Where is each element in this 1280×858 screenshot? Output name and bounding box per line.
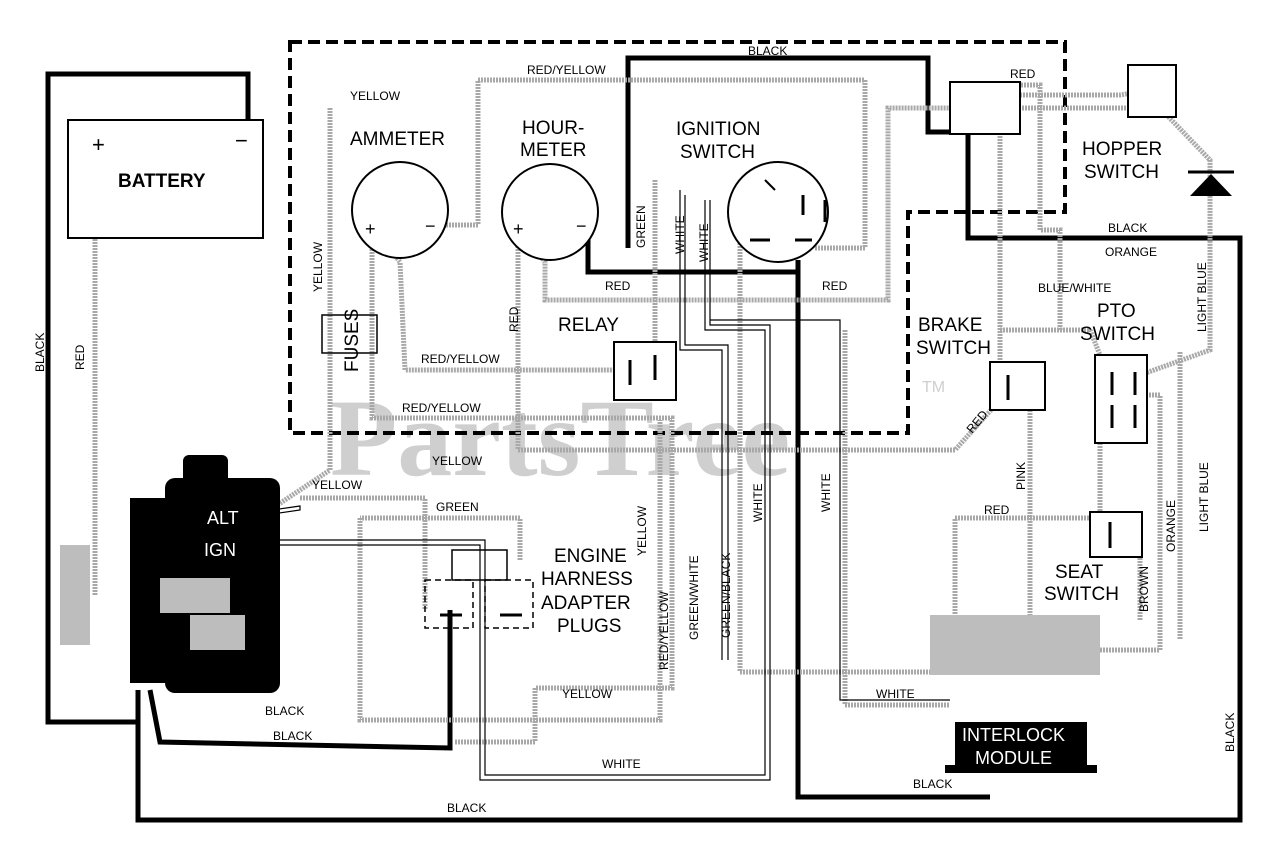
dash-panel	[288, 40, 1067, 435]
wire-orange-right: ORANGE	[1164, 500, 1178, 552]
wire-red-seat: RED	[984, 503, 1010, 517]
black-wires	[45, 55, 1243, 823]
brake-label-1: BRAKE	[918, 315, 982, 336]
hour-meter-label-1: HOUR-	[522, 118, 584, 139]
wire-black-low-1: BLACK	[265, 704, 304, 718]
wire-red-yellow-plug: RED/YELLOW	[657, 591, 671, 670]
watermark-text: PartsTree	[330, 377, 790, 499]
relay-label: RELAY	[558, 315, 619, 336]
wire-blue-white: BLUE/WHITE	[1038, 281, 1111, 295]
watermark: PartsTree TM	[330, 377, 945, 499]
ammeter-minus: −	[425, 216, 436, 236]
wire-black-far-right: BLACK	[1223, 713, 1237, 752]
wire-green-low: GREEN	[436, 500, 479, 514]
pto-label-1: PTO	[1097, 301, 1136, 322]
wire-green-black: GREEN/BLACK	[719, 553, 733, 638]
wire-red-mid-2: RED	[822, 279, 848, 293]
wire-white-bottom: WHITE	[876, 687, 915, 701]
battery-label: BATTERY	[118, 171, 206, 192]
wire-white-ign-1: WHITE	[673, 215, 687, 254]
engine-label-1: ENGINE	[554, 546, 627, 567]
seat-label-1: SEAT	[1055, 562, 1104, 583]
wire-white-low: WHITE	[602, 757, 641, 771]
brake-switch: BRAKE SWITCH	[916, 315, 1046, 411]
wire-red-mid: RED	[605, 279, 631, 293]
ign-label: IGN	[204, 540, 236, 560]
wire-pink: PINK	[1014, 462, 1028, 490]
wire-brown: BROWN	[1137, 566, 1151, 612]
wire-yellow-mid: YELLOW	[432, 454, 483, 468]
wire-red-yellow-top: RED/YELLOW	[527, 63, 606, 77]
ammeter: + − AMMETER	[350, 129, 449, 259]
engine-label-2: HARNESS	[541, 569, 633, 590]
wire-red-yellow-low: RED/YELLOW	[402, 401, 481, 415]
hour-meter-minus: −	[576, 216, 587, 236]
wire-white-relay: WHITE	[751, 483, 765, 522]
interlock-label-2: MODULE	[975, 748, 1052, 768]
interlock-label-1: INTERLOCK	[962, 725, 1065, 745]
wire-light-blue-low: LIGHT BLUE	[1197, 462, 1211, 532]
wire-red-left: RED	[73, 344, 87, 370]
alt-label: ALT	[207, 508, 239, 528]
wire-white-ign-2: WHITE	[697, 223, 711, 262]
wire-red-hopper: RED	[1010, 67, 1036, 81]
pto-label-2: SWITCH	[1080, 324, 1155, 345]
wire-black-module: BLACK	[913, 777, 952, 791]
wire-green-white: GREEN/WHITE	[687, 555, 701, 640]
brake-label-2: SWITCH	[916, 338, 991, 359]
wire-red-yellow-mid: RED/YELLOW	[421, 352, 500, 366]
wire-green-ign: GREEN	[634, 205, 648, 248]
engine-label-3: ADAPTER	[541, 593, 631, 614]
wire-black-left: BLACK	[33, 333, 47, 372]
white-wires	[244, 190, 950, 781]
fuses: FUSES	[321, 309, 378, 372]
wire-white-mid: WHITE	[819, 473, 833, 512]
engine-harness-plugs: ENGINE HARNESS ADAPTER PLUGS	[424, 546, 633, 637]
seat-label-2: SWITCH	[1044, 584, 1119, 605]
battery-minus: −	[235, 128, 248, 153]
wire-black-low-2: BLACK	[273, 729, 312, 743]
ammeter-label: AMMETER	[350, 129, 445, 150]
pto-switch: PTO SWITCH	[1080, 301, 1155, 444]
wire-orange-top: ORANGE	[1105, 245, 1157, 259]
wire-yellow-bottom: YELLOW	[562, 687, 613, 701]
wire-black-top: BLACK	[748, 44, 787, 58]
ignition-switch: IGNITION SWITCH	[676, 119, 829, 263]
ignition-label-1: IGNITION	[676, 119, 760, 140]
ignition-label-2: SWITCH	[680, 142, 755, 163]
hopper-label-2: SWITCH	[1084, 162, 1159, 183]
wire-yellow-top: YELLOW	[350, 89, 401, 103]
wire-black-bottom: BLACK	[447, 801, 486, 815]
fuses-label: FUSES	[342, 309, 363, 372]
wire-light-blue-top: LIGHT BLUE	[1195, 262, 1209, 332]
watermark-tm: TM	[922, 379, 945, 396]
battery-plus: +	[92, 132, 105, 157]
wire-labels-vertical: BLACK RED YELLOW RED GREEN WHITE WHITE Y…	[33, 205, 1237, 752]
seat-switch: SEAT SWITCH	[1044, 511, 1143, 605]
wire-labels: BLACK RED/YELLOW YELLOW RED BLACK ORANGE…	[265, 44, 1157, 815]
interlock-module: INTERLOCK MODULE	[930, 615, 1100, 773]
wire-yellow-alt: YELLOW	[312, 478, 363, 492]
hopper-label-1: HOPPER	[1082, 139, 1162, 160]
wire-black-right: BLACK	[1108, 221, 1147, 235]
battery: + − BATTERY	[67, 119, 264, 239]
wire-yellow-left: YELLOW	[311, 241, 325, 292]
relay: RELAY	[558, 315, 677, 401]
wire-red-hour: RED	[507, 306, 521, 332]
hopper-switch: HOPPER SWITCH	[949, 64, 1234, 196]
hour-meter-plus: +	[513, 219, 524, 239]
ammeter-plus: +	[365, 219, 376, 239]
hour-meter: + − HOUR- METER	[501, 118, 599, 261]
engine-label-4: PLUGS	[557, 616, 621, 637]
hour-meter-label-2: METER	[520, 140, 587, 161]
alternator: ALT IGN	[60, 455, 280, 693]
wire-yellow-plug: YELLOW	[635, 505, 649, 556]
